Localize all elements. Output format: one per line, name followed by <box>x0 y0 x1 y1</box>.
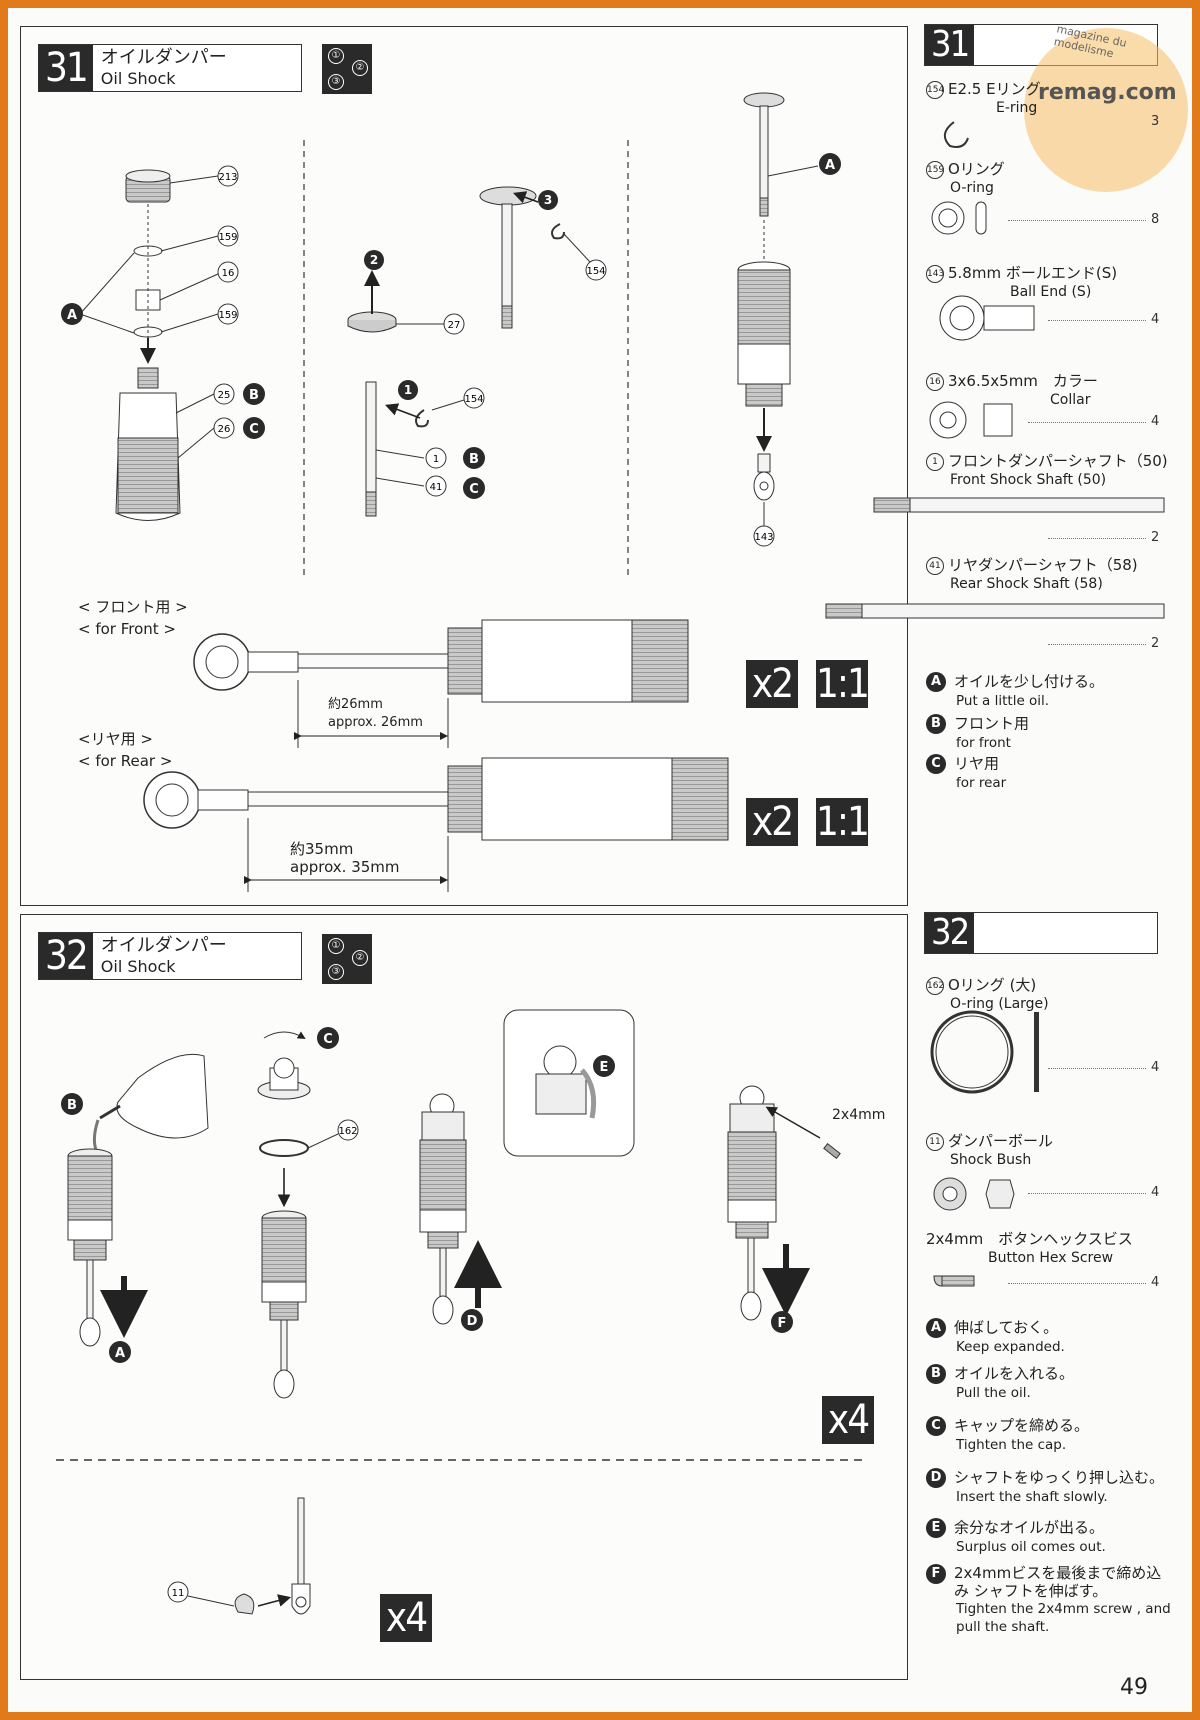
o-ring-icon <box>931 201 987 235</box>
step31-number: 31 <box>39 45 93 91</box>
sequence-icon: ① ② ③ <box>322 934 372 984</box>
step31-title-en: Oil Shock <box>100 69 176 88</box>
qty-front-shaft: 2 <box>1151 530 1160 545</box>
step32-title: 32 オイルダンパー Oil Shock <box>38 932 302 980</box>
step32-title-en: Oil Shock <box>100 957 176 976</box>
side32-header: 32 <box>924 912 1158 954</box>
rear-scale-badge: 1:1 <box>816 798 870 846</box>
qty-o-ring-large: 4 <box>1151 1060 1160 1075</box>
button-hex-screw-icon <box>933 1275 975 1287</box>
qty-shock-bush: 4 <box>1151 1185 1160 1200</box>
step31-title: 31 オイルダンパー Oil Shock <box>38 44 302 92</box>
sequence-icon: ① ② ③ <box>322 44 372 94</box>
side32-number: 32 <box>925 913 975 953</box>
step32-number: 32 <box>39 933 93 979</box>
shock-bush-icon <box>933 1177 1015 1211</box>
step31-panel <box>20 26 908 906</box>
qty-e-ring: 3 <box>1151 114 1160 129</box>
side31-number: 31 <box>925 25 975 65</box>
qty-button-hex-screw: 4 <box>1151 1275 1160 1290</box>
page-number: 49 <box>1120 1675 1148 1700</box>
ball-end-icon <box>939 295 1035 341</box>
o-ring-large-icon <box>930 1010 1039 1094</box>
front-shaft-icon <box>873 497 1165 513</box>
qty-ball-end: 4 <box>1151 312 1160 327</box>
front-quantity-badge: x2 <box>746 660 798 708</box>
step32-panel <box>20 914 908 1680</box>
front-scale-badge: 1:1 <box>816 660 870 708</box>
watermark-logo: magazine du modelisme remag.com <box>1024 22 1188 192</box>
step31-title-jp: オイルダンパー <box>100 47 227 68</box>
step32-quantity-badge-bottom: x4 <box>380 1594 432 1642</box>
rear-quantity-badge: x2 <box>746 798 798 846</box>
rear-label: <リヤ用 > < for Rear > <box>78 730 173 770</box>
front-label: < フロント用 > < for Front > <box>78 598 188 638</box>
e-ring-icon <box>943 121 969 148</box>
step32-title-jp: オイルダンパー <box>100 935 227 956</box>
rear-dimension: 約35mm approx. 35mm <box>290 840 400 876</box>
qty-o-ring: 8 <box>1151 212 1160 227</box>
screw-size-label: 2x4mm <box>832 1107 886 1123</box>
step32-quantity-badge-top: x4 <box>822 1396 874 1444</box>
part-button-hex-screw: 2x4mm ボタンヘックスビス Button Hex Screw <box>926 1230 1133 1266</box>
qty-collar: 4 <box>1151 414 1160 429</box>
front-dimension: 約26mm approx. 26mm <box>328 697 423 730</box>
qty-rear-shaft: 2 <box>1151 636 1160 651</box>
manual-page: 31 オイルダンパー Oil Shock ① ② ③ 31 magazine d… <box>8 8 1192 1712</box>
